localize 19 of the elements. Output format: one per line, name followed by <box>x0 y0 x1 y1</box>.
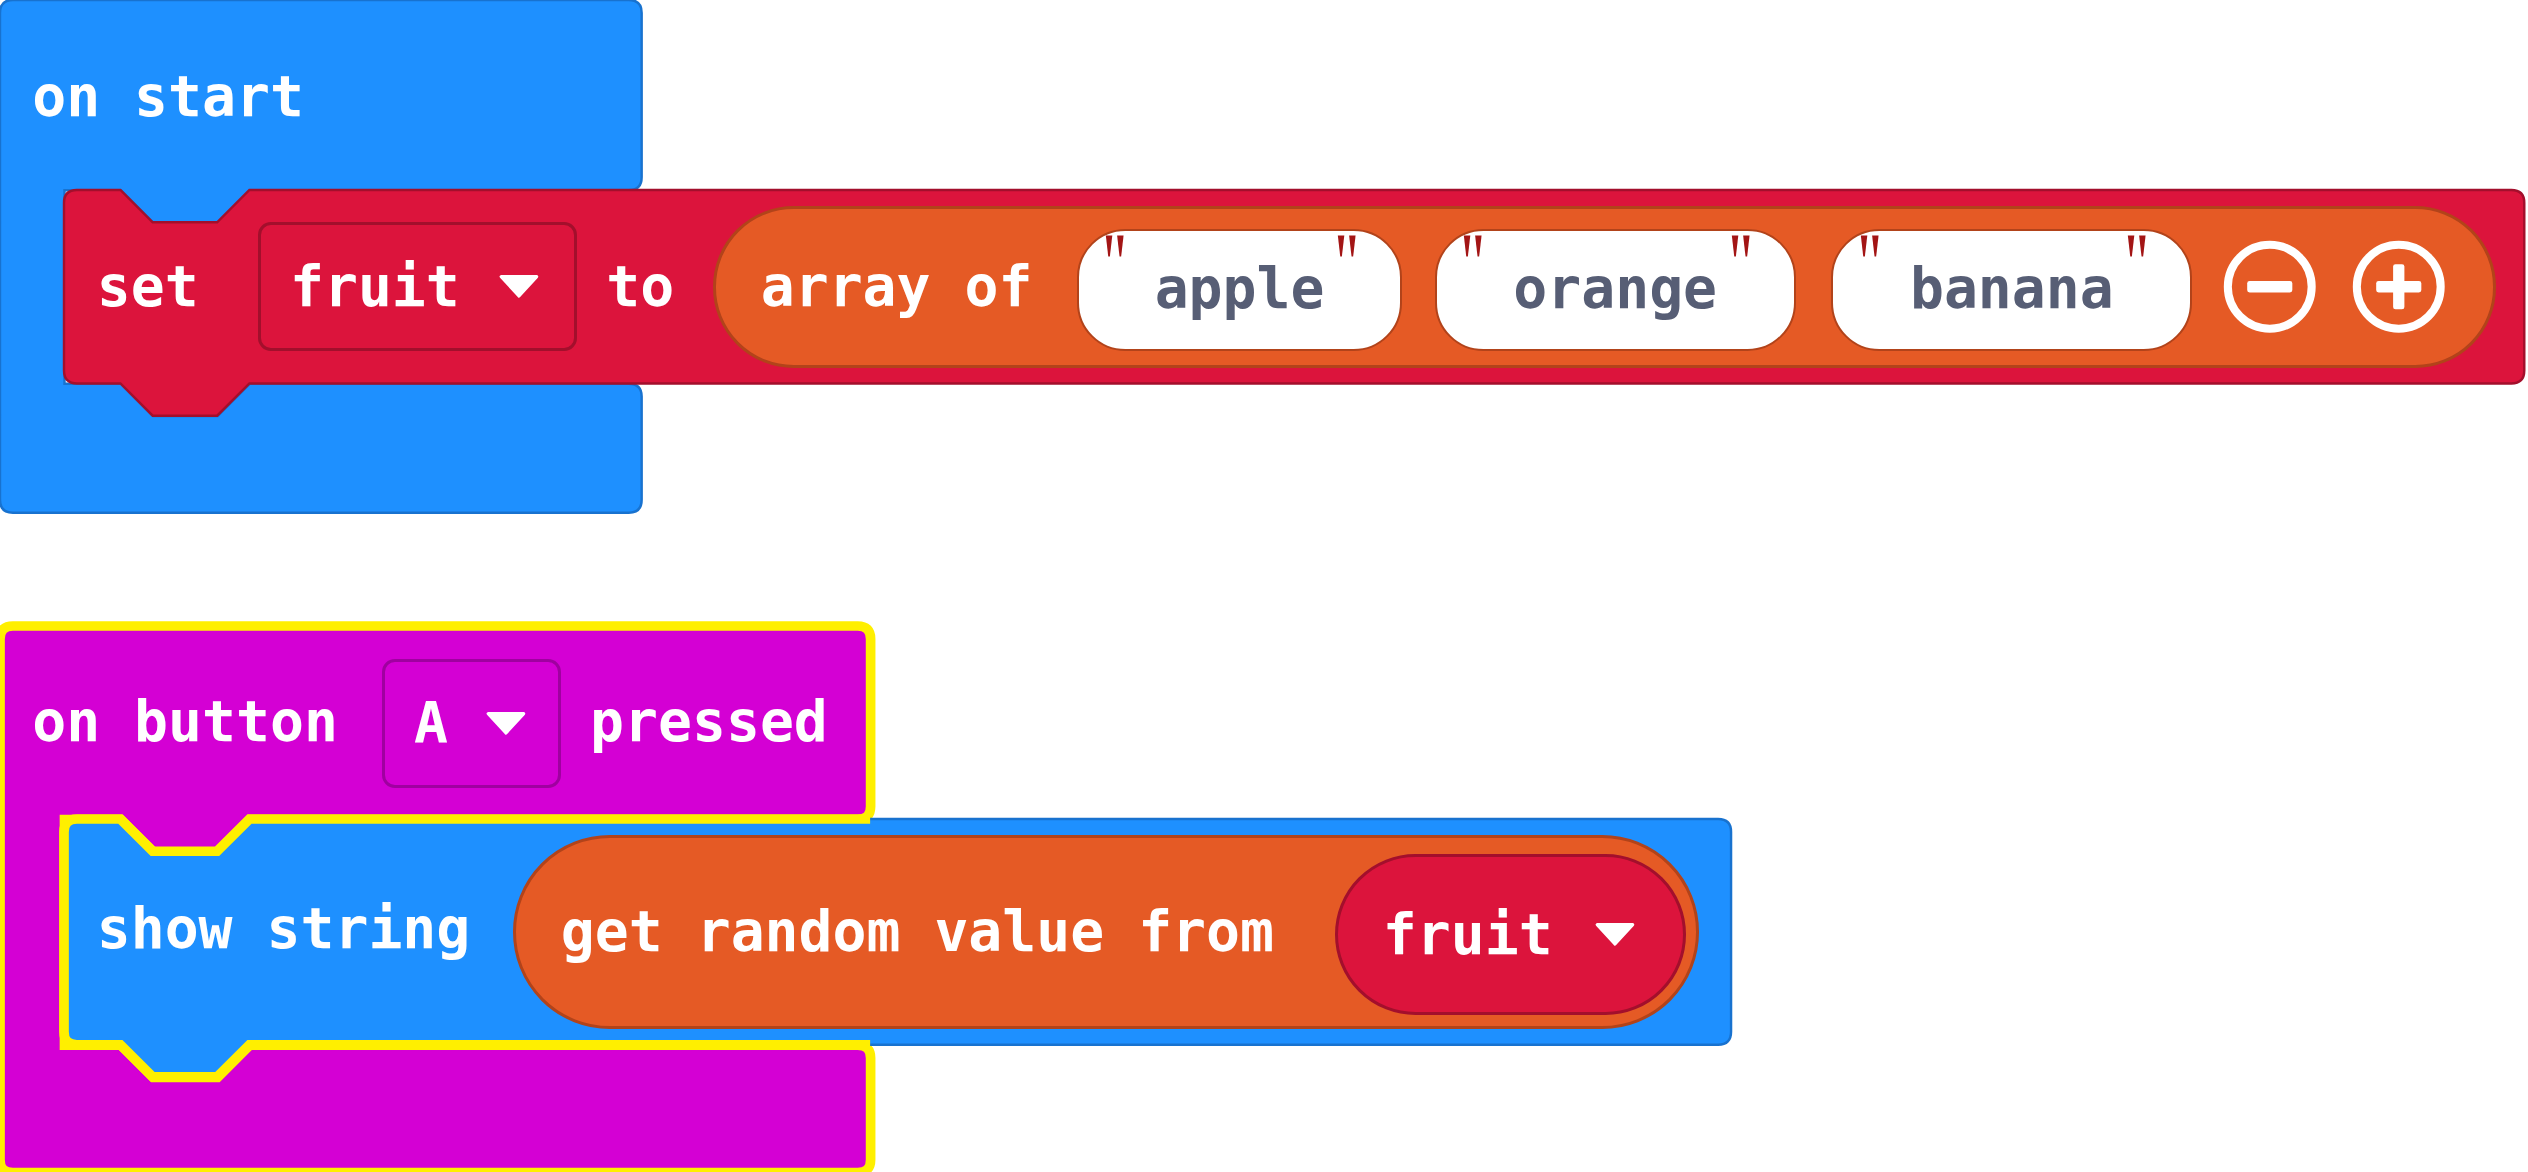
string-value: banana <box>1909 254 2114 323</box>
text-input-field <box>1434 228 1796 352</box>
dropdown-field <box>382 659 562 789</box>
string-value: orange <box>1513 254 1718 323</box>
block-label: set <box>96 252 199 321</box>
variable-name: fruit <box>1382 900 1553 969</box>
variable-name: fruit <box>289 252 460 321</box>
variable-block <box>1334 854 1687 1016</box>
string-value: apple <box>1154 254 1325 323</box>
dropdown-field <box>257 222 578 352</box>
block-label: on button <box>32 688 338 757</box>
text-input-field <box>1831 228 2193 352</box>
block-label: to <box>606 252 675 321</box>
block-label: on start <box>32 62 304 131</box>
block-label: pressed <box>590 688 828 757</box>
variable-name: A <box>414 689 449 758</box>
block-label: array of <box>760 252 1033 321</box>
block-label: get random value from <box>560 897 1274 966</box>
block-label: show string <box>96 894 471 963</box>
